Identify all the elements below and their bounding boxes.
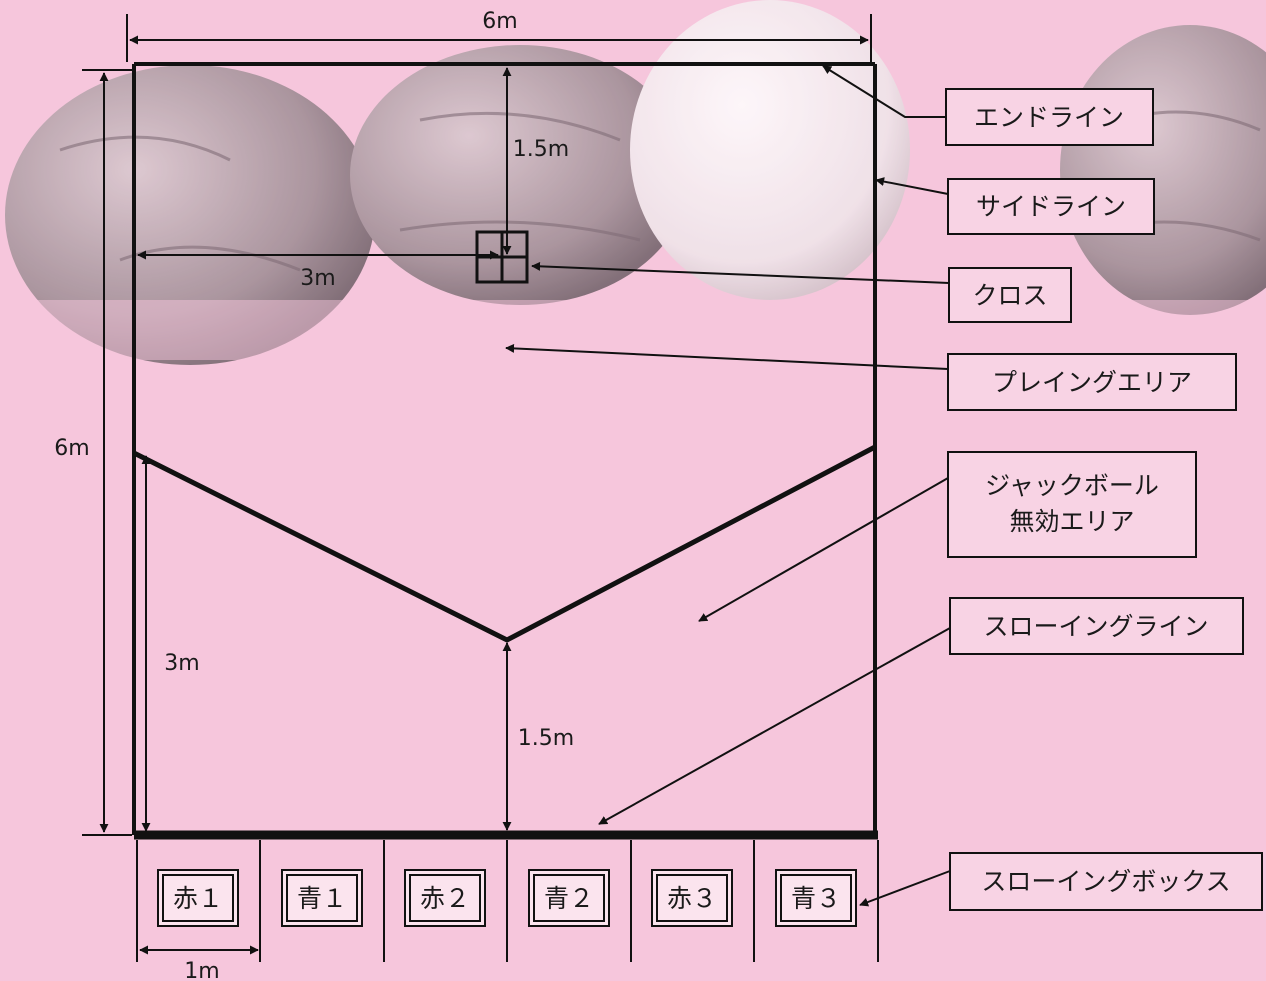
callout-playing-area: プレイングエリア (947, 353, 1237, 411)
dim-box-width-label: 1m (184, 959, 219, 981)
dim-left-height-label: 6m (54, 436, 89, 461)
throwing-box-labels: 赤１ 青１ 赤２ 青２ 赤３ 青３ (157, 869, 857, 927)
callout-end-line-text: エンドライン (974, 103, 1124, 132)
leader-lines (505, 65, 951, 907)
callout-throwing-box: スローイングボックス (949, 852, 1263, 911)
box-label-text: 赤３ (667, 884, 717, 913)
leader-end-line (822, 65, 946, 118)
dimension-labels: 6m 6m 1.5m 3m 3m 1.5m 1m (54, 9, 574, 981)
callouts: エンドライン サイドライン クロス プレイングエリア ジャックボール 無効エリア… (945, 88, 1263, 911)
callout-side-line-text: サイドライン (976, 192, 1126, 221)
callout-cross: クロス (948, 267, 1072, 323)
box-label-text: 青３ (791, 884, 841, 913)
dim-side-to-cross-label: 3m (300, 266, 335, 291)
callout-end-line: エンドライン (945, 88, 1154, 146)
leader-cross (531, 261, 950, 284)
leader-playing-area (505, 343, 949, 370)
ball-center (350, 45, 690, 305)
ball-white (630, 0, 910, 300)
callout-playing-area-text: プレイングエリア (992, 368, 1192, 397)
box-label-6: 青３ (775, 869, 857, 927)
box-label-text: 赤２ (420, 884, 470, 913)
callout-jack-invalid-line1: ジャックボール (985, 471, 1159, 500)
dimension-lines (82, 14, 872, 955)
callout-throwing-line-text: スローイングライン (983, 612, 1208, 641)
box-label-text: 赤１ (173, 884, 223, 913)
leader-jack-invalid (698, 477, 949, 622)
dim-left-v-height-label: 3m (164, 651, 199, 676)
callout-jack-invalid: ジャックボール 無効エリア (947, 451, 1197, 558)
dim-v-to-throw-label: 1.5m (518, 726, 574, 751)
ball-right (1060, 25, 1266, 315)
box-label-1: 赤１ (157, 869, 239, 927)
box-label-text: 青２ (544, 884, 594, 913)
dim-top-width-label: 6m (482, 9, 517, 34)
callout-side-line: サイドライン (947, 178, 1155, 235)
box-label-4: 青２ (528, 869, 610, 927)
jack-invalid-v-line (132, 444, 877, 643)
callout-throwing-box-text: スローイングボックス (981, 867, 1230, 896)
court (132, 62, 878, 840)
box-label-3: 赤２ (404, 869, 486, 927)
box-label-5: 赤３ (651, 869, 733, 927)
leader-side-line (875, 177, 949, 195)
box-label-2: 青１ (281, 869, 363, 927)
dim-end-to-cross-label: 1.5m (513, 137, 569, 162)
callout-cross-text: クロス (972, 281, 1047, 310)
callout-throwing-line: スローイングライン (949, 597, 1244, 655)
leader-throwing-box (859, 870, 951, 907)
box-label-text: 青１ (297, 884, 347, 913)
throwing-boxes-grid (136, 840, 879, 962)
leader-throwing-line (598, 627, 951, 825)
callout-jack-invalid-line2: 無効エリア (1009, 507, 1134, 536)
